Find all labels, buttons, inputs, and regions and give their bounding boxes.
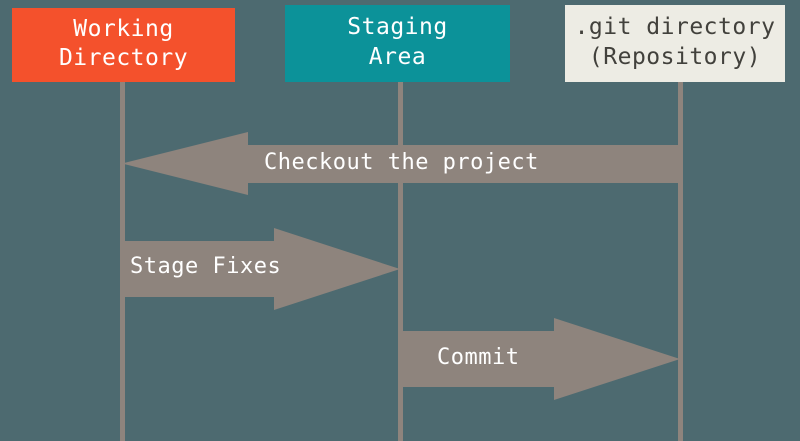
node-working-directory-line2: Directory bbox=[58, 45, 189, 71]
arrow-commit-shape bbox=[400, 318, 680, 400]
arrow-stage-fixes-shape bbox=[122, 228, 400, 310]
lifeline-working-directory bbox=[120, 82, 125, 441]
arrow-label-commit: Commit bbox=[437, 345, 520, 370]
node-working-directory: Working Directory bbox=[12, 8, 235, 82]
node-staging-area-line1: Staging bbox=[347, 14, 448, 41]
node-working-directory-line1: Working bbox=[73, 15, 174, 42]
node-git-directory: .git directory (Repository) bbox=[565, 5, 785, 82]
node-staging-area: Staging Area bbox=[285, 5, 510, 82]
node-staging-area-line2: Area bbox=[368, 43, 427, 70]
node-git-directory-line1: .git directory bbox=[574, 14, 776, 41]
arrow-label-stage-fixes: Stage Fixes bbox=[130, 254, 282, 279]
node-git-directory-line2: (Repository) bbox=[588, 43, 762, 70]
lifeline-staging-area bbox=[398, 82, 403, 441]
lifeline-git-directory bbox=[678, 82, 683, 441]
